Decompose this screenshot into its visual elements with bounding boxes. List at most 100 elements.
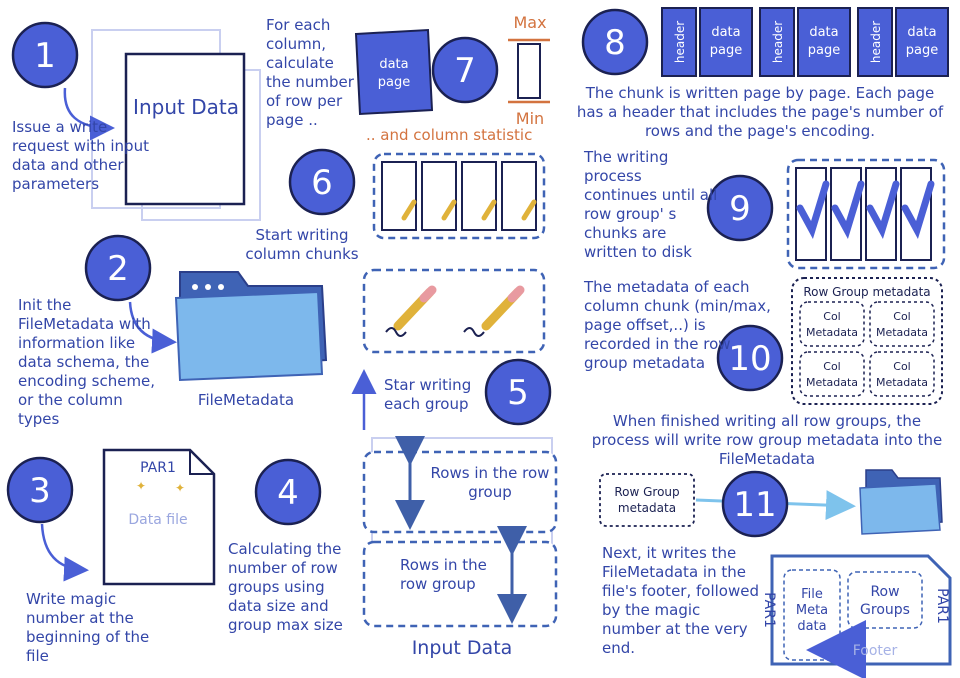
rg-metadata-small-box: Row Group metadata [599, 473, 695, 527]
step-10-number: 10 [728, 339, 771, 379]
svg-text:Groups: Groups [860, 602, 910, 618]
row-group-metadata-title: Row Group metadata [803, 285, 930, 299]
data-page-word-1: data [379, 57, 408, 72]
page-pair-2: header data page [759, 7, 851, 77]
pages-row: header data page header data page header… [661, 7, 949, 77]
svg-text:Row Group: Row Group [614, 485, 679, 499]
step-10-badge: 10 [716, 324, 784, 392]
step-2-badge: 2 [84, 234, 152, 302]
step-6-number: 6 [311, 163, 333, 203]
svg-text:metadata: metadata [618, 501, 676, 515]
header-label: header [771, 21, 785, 63]
data-file-title: PAR1 [140, 460, 176, 476]
input-data-bottom-label: Input Data [412, 637, 513, 659]
svg-text:Col: Col [893, 360, 910, 373]
column-chunks-box [372, 152, 546, 240]
step-2-number: 2 [107, 249, 129, 289]
data-file-body: Data file [128, 512, 187, 528]
step-1-text: Issue a write request with input data an… [12, 118, 149, 193]
row-group-metadata-box: Row Group metadata Col Metadata Col Meta… [791, 277, 943, 405]
step-2-text: Init the FileMetadata with information l… [18, 296, 156, 428]
final-file: PAR1 PAR1 File Meta data Row Groups Foot… [761, 554, 952, 678]
step-5-badge: 5 [484, 358, 552, 426]
svg-text:Metadata: Metadata [806, 376, 858, 389]
step-5-number: 5 [507, 373, 529, 413]
svg-text:Col: Col [823, 310, 840, 323]
svg-text:Col: Col [823, 360, 840, 373]
svg-text:Metadata: Metadata [806, 326, 858, 339]
step-2-arrow [128, 301, 177, 354]
data-page-icon: data page [354, 28, 434, 116]
step-1-number: 1 [34, 36, 56, 76]
pencil-icon [385, 285, 437, 337]
rows-label-1: Rows in the row group [430, 464, 550, 501]
step-9-number: 9 [729, 189, 751, 229]
pencil-icon [463, 285, 525, 337]
col-metadata-cell: Col Metadata [869, 351, 935, 397]
filemetadata-label: FileMetadata [198, 391, 294, 409]
filemetadata-folder-icon [174, 271, 328, 382]
svg-text:data: data [797, 619, 826, 634]
step-11-badge: 11 [721, 470, 789, 538]
min-max-range: Max Min [508, 13, 550, 128]
svg-text:Metadata: Metadata [876, 326, 928, 339]
step-3-text: Write magic number at the beginning of t… [26, 590, 150, 665]
writing-groups-box [362, 268, 546, 354]
svg-text:Metadata: Metadata [876, 376, 928, 389]
step-9-text: The writing process continues until all … [584, 148, 718, 261]
check-icon [901, 180, 935, 239]
svg-text:data: data [711, 25, 740, 40]
svg-text:data: data [907, 25, 936, 40]
step-4-number: 4 [277, 473, 299, 513]
input-data-box: Input Data [91, 29, 261, 221]
col-metadata-cell: Col Metadata [869, 301, 935, 347]
col-metadata-cell: Col Metadata [799, 301, 865, 347]
step-3-arrow [40, 523, 89, 582]
step-8-text: The chunk is written page by page. Each … [576, 84, 944, 140]
check-icon [796, 180, 830, 239]
step-1-badge: 1 [11, 21, 79, 89]
input-data-label: Input Data [133, 95, 239, 119]
step-8-badge: 8 [581, 8, 649, 76]
svg-text:page: page [808, 43, 840, 58]
input-data-rows [362, 436, 558, 628]
page-pair-3: header data page [857, 7, 949, 77]
step-3-badge: 3 [6, 456, 74, 524]
header-label: header [673, 21, 687, 63]
step-3-number: 3 [29, 471, 51, 511]
step-8-number: 8 [604, 23, 626, 63]
svg-text:page: page [906, 43, 938, 58]
check-icon [866, 180, 900, 239]
step-7-badge: 7 [431, 36, 499, 104]
header-label: header [869, 21, 883, 63]
step-7-stat-text: .. and column statistic [366, 126, 533, 144]
max-label: Max [513, 13, 546, 32]
step-11-text-bottom: Next, it writes the FileMetadata in the … [602, 544, 759, 657]
step-6-text: Start writing column chunks [245, 226, 359, 263]
footer-par1-right: PAR1 [934, 588, 950, 624]
step-4-text: Calculating the number of row groups usi… [228, 540, 343, 634]
svg-text:Col: Col [893, 310, 910, 323]
step-11-number: 11 [733, 485, 776, 525]
step-5-text: Star writing each group [384, 376, 472, 413]
small-folder-icon [859, 469, 943, 535]
svg-text:data: data [809, 25, 838, 40]
svg-text:Meta: Meta [796, 603, 828, 618]
step-7-text: For each column, calculate the number of… [266, 16, 354, 129]
step-1-arrow [63, 87, 115, 141]
svg-text:✦: ✦ [175, 481, 185, 495]
step-4-badge: 4 [254, 458, 322, 526]
svg-text:Data file: Data file [128, 512, 187, 528]
svg-text:Row: Row [870, 584, 899, 600]
step-10-text: The metadata of each column chunk (min/m… [584, 278, 771, 372]
footer-label: Footer [853, 643, 898, 659]
footer-par1-left: PAR1 [761, 592, 777, 628]
rows-label-2: Rows in the row group [400, 556, 487, 593]
data-file-icon: PAR1 Data file ✦ ✦ [102, 448, 216, 586]
check-icon [831, 180, 865, 239]
written-chunks-box [786, 158, 946, 270]
svg-text:page: page [710, 43, 742, 58]
step-6-badge: 6 [288, 148, 356, 216]
step-7-number: 7 [454, 51, 476, 91]
